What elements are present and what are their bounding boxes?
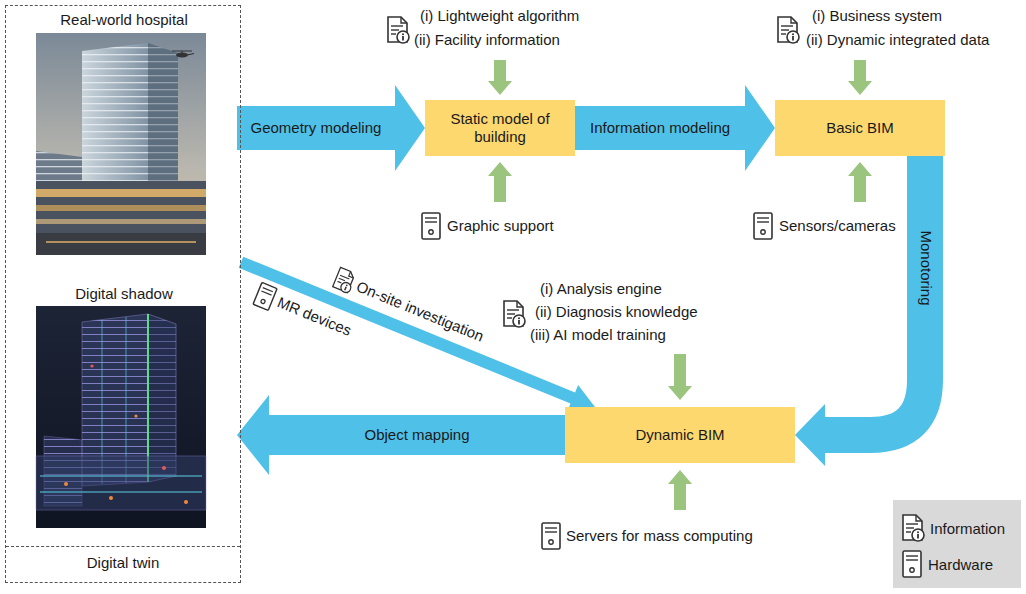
decor-circle: [184, 500, 188, 504]
twin-group: Digital twin Real-world hospitalDigital s…: [5, 5, 241, 583]
decor-use: [542, 523, 560, 549]
annotation-label: Sensors/cameras: [779, 217, 896, 235]
decor-rect: [36, 33, 206, 255]
decor-use: [778, 17, 799, 43]
legend-row: Hardware: [901, 550, 993, 578]
edge-label: Monotoring: [916, 230, 934, 305]
process-box: Static model of building: [425, 100, 575, 156]
flow-arrow-shape: [825, 156, 925, 435]
divider-line: [6, 546, 240, 547]
decor-circle: [134, 414, 137, 417]
flow-arrow: [575, 85, 775, 171]
information-icon: [330, 266, 358, 296]
decor-rect: [36, 219, 206, 224]
flow-arrow: [237, 395, 565, 475]
annotation-label: (ii) Dynamic integrated data: [806, 31, 989, 49]
decor-use: [504, 301, 525, 327]
photo-panel: Digital shadow: [11, 283, 237, 539]
decor-polygon: [488, 60, 512, 95]
decor-polygon: [488, 162, 512, 202]
decor-circle: [90, 364, 93, 367]
process-box: Dynamic BIM: [565, 407, 795, 463]
flow-arrow-shape: [237, 85, 425, 171]
legend-text: Information: [930, 520, 1005, 537]
legend-text: Hardware: [928, 556, 993, 573]
decor-g: [172, 51, 194, 58]
decor-circle: [162, 466, 166, 470]
decor-rect: [36, 306, 206, 528]
decor-use: [422, 213, 440, 239]
hardware-icon: [901, 550, 923, 578]
decor-polygon: [848, 60, 872, 95]
annotation-label: (i) Analysis engine: [540, 280, 662, 298]
flow-arrow-shape: [575, 85, 775, 171]
decor-rect: [36, 181, 206, 235]
decor-use: [903, 551, 921, 577]
legend-row: Information: [901, 514, 1005, 542]
node-text: Digital twin: [6, 554, 240, 572]
decor-rect: [36, 233, 206, 255]
decor-line: [182, 51, 183, 53]
decor-polygon: [668, 470, 692, 510]
flow-arrow-shape: [237, 395, 565, 475]
decor-polygon: [668, 354, 692, 400]
decor-line: [40, 475, 202, 476]
node-text: Real-world hospital: [11, 9, 237, 29]
photo-panel: Real-world hospital: [11, 9, 237, 261]
decor-rect: [46, 241, 196, 243]
information-icon: [901, 514, 925, 542]
decor-use: [332, 267, 356, 294]
annotation-label: Servers for mass computing: [566, 527, 753, 545]
node-text: Static model of building: [435, 110, 565, 146]
decor-rect: [36, 189, 206, 197]
legend-box: InformationHardware: [893, 500, 1021, 588]
edge-label: Information modeling: [590, 119, 730, 137]
edge-label: Object mapping: [365, 426, 470, 444]
decor-ellipse: [176, 53, 188, 58]
decor-use: [754, 213, 772, 239]
node-text: Digital shadow: [11, 283, 237, 303]
arrow-head: [795, 404, 825, 466]
decor-use: [388, 17, 409, 43]
type-icons: [388, 17, 799, 549]
flow-arrow: [237, 85, 425, 171]
decor-use: [253, 282, 277, 310]
edge-label: Geometry modeling: [251, 119, 382, 137]
hardware-icon: [251, 280, 279, 312]
annotation-label: (ii) Facility information: [414, 31, 560, 49]
annotation-label: Graphic support: [447, 217, 554, 235]
decor-line: [187, 54, 194, 56]
node-text: Dynamic BIM: [635, 426, 724, 444]
decor-polygon: [36, 456, 206, 510]
decor-circle: [109, 496, 113, 500]
process-box: Basic BIM: [775, 100, 945, 156]
decor-circle: [64, 482, 68, 486]
flow-arrow: [795, 156, 925, 466]
annotation-label: (i) Lightweight algorithm: [420, 7, 579, 25]
annotation-label: (iii) AI model training: [530, 326, 666, 344]
decor-line: [40, 491, 202, 492]
digital-shadow-render: [36, 306, 206, 528]
node-text: Basic BIM: [826, 119, 894, 137]
decor-rect: [36, 205, 206, 211]
decor-use: [903, 515, 924, 541]
hospital-photo: [36, 33, 206, 255]
annotation-label: (i) Business system: [812, 7, 942, 25]
annotation-label: (ii) Diagnosis knowledge: [535, 303, 698, 321]
decor-polygon: [848, 162, 872, 202]
